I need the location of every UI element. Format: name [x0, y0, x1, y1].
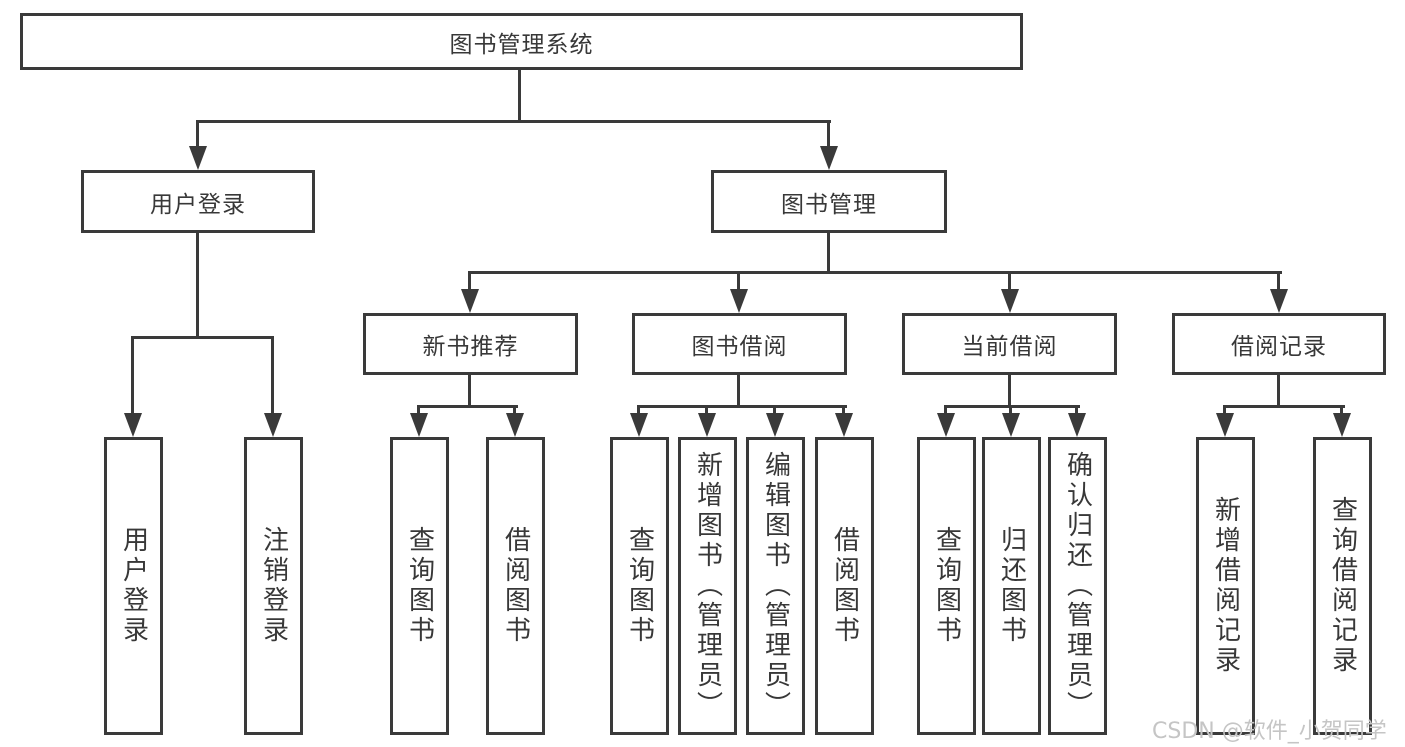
connector-line — [196, 120, 831, 123]
arrow-down-icon — [730, 289, 748, 313]
node-label: 新增借阅记录 — [1210, 496, 1241, 676]
node-label: 图书管理系统 — [449, 31, 594, 58]
node-label: 图书借阅 — [691, 334, 788, 360]
leaf-br-query-record: 查询借阅记录 — [1313, 437, 1372, 735]
connector-line — [131, 336, 134, 426]
leaf-rec-borrow-books: 借阅图书 — [486, 437, 545, 735]
node-label: 借阅图书 — [829, 526, 860, 646]
leaf-bb-query-books: 查询图书 — [610, 437, 669, 735]
node-book-management: 图书管理 — [711, 170, 947, 233]
leaf-bb-add-books-admin: 新增图书（管理员） — [678, 437, 737, 735]
node-label: 借阅图书 — [500, 526, 531, 646]
arrow-down-icon — [766, 413, 784, 437]
arrow-down-icon — [1333, 413, 1351, 437]
leaf-user-login: 用户登录 — [104, 437, 163, 735]
arrow-down-icon — [1216, 413, 1234, 437]
node-label: 查询图书 — [931, 526, 962, 646]
connector-line — [131, 336, 274, 339]
connector-line — [737, 271, 740, 301]
arrow-down-icon — [189, 146, 207, 170]
connector-line — [944, 405, 1080, 408]
leaf-rec-query-books: 查询图书 — [390, 437, 449, 735]
arrow-down-icon — [835, 413, 853, 437]
arrow-down-icon — [410, 413, 428, 437]
connector-line — [196, 120, 199, 162]
node-book-borrowing: 图书借阅 — [632, 313, 847, 375]
arrow-down-icon — [1270, 289, 1288, 313]
connector-line — [1277, 375, 1280, 408]
connector-line — [468, 375, 471, 408]
connector-line — [827, 120, 830, 162]
node-new-book-recommend: 新书推荐 — [363, 313, 578, 375]
leaf-cb-query-books: 查询图书 — [917, 437, 976, 735]
connector-line — [1223, 405, 1345, 408]
node-library-system: 图书管理系统 — [20, 13, 1023, 70]
node-user-login-group: 用户登录 — [81, 170, 315, 233]
connector-line — [1277, 271, 1280, 301]
node-label: 借阅记录 — [1231, 334, 1327, 360]
connector-line — [637, 405, 847, 408]
leaf-bb-edit-books-admin: 编辑图书（管理员） — [746, 437, 805, 735]
arrow-down-icon — [506, 413, 524, 437]
leaf-bb-borrow-books: 借阅图书 — [815, 437, 874, 735]
arrow-down-icon — [1002, 413, 1020, 437]
node-borrowing-records: 借阅记录 — [1172, 313, 1386, 375]
connector-line — [1008, 375, 1011, 408]
leaf-logout: 注销登录 — [244, 437, 303, 735]
leaf-br-add-record: 新增借阅记录 — [1196, 437, 1255, 735]
arrow-down-icon — [937, 413, 955, 437]
node-label: 查询图书 — [404, 526, 435, 646]
arrow-down-icon — [820, 146, 838, 170]
leaf-cb-return-books: 归还图书 — [982, 437, 1041, 735]
node-label: 确认归还（管理员） — [1062, 451, 1093, 721]
arrow-down-icon — [1001, 289, 1019, 313]
arrow-down-icon — [630, 413, 648, 437]
arrow-down-icon — [124, 413, 142, 437]
node-current-borrowing: 当前借阅 — [902, 313, 1117, 375]
node-label: 用户登录 — [150, 191, 246, 218]
connector-line — [468, 271, 471, 301]
connector-line — [271, 336, 274, 426]
connector-line — [196, 233, 199, 339]
connector-line — [468, 271, 1282, 274]
arrow-down-icon — [264, 413, 282, 437]
arrow-down-icon — [461, 289, 479, 313]
arrow-down-icon — [1068, 413, 1086, 437]
node-label: 注销登录 — [258, 526, 289, 646]
node-label: 新书推荐 — [422, 334, 519, 360]
node-label: 当前借阅 — [961, 334, 1058, 360]
node-label: 新增图书（管理员） — [692, 451, 723, 721]
node-label: 归还图书 — [996, 526, 1027, 646]
node-label: 用户登录 — [118, 526, 149, 646]
node-label: 编辑图书（管理员） — [760, 451, 791, 721]
connector-line — [1008, 271, 1011, 301]
connector-line — [827, 233, 830, 274]
arrow-down-icon — [698, 413, 716, 437]
connector-line — [737, 375, 740, 408]
node-label: 查询图书 — [624, 526, 655, 646]
connector-line — [417, 405, 518, 408]
node-label: 图书管理 — [781, 191, 877, 218]
csdn-watermark: CSDN @软件_小贺同学 — [1152, 719, 1387, 744]
connector-line — [518, 69, 521, 123]
leaf-cb-confirm-return-admin: 确认归还（管理员） — [1048, 437, 1107, 735]
node-label: 查询借阅记录 — [1327, 496, 1358, 676]
